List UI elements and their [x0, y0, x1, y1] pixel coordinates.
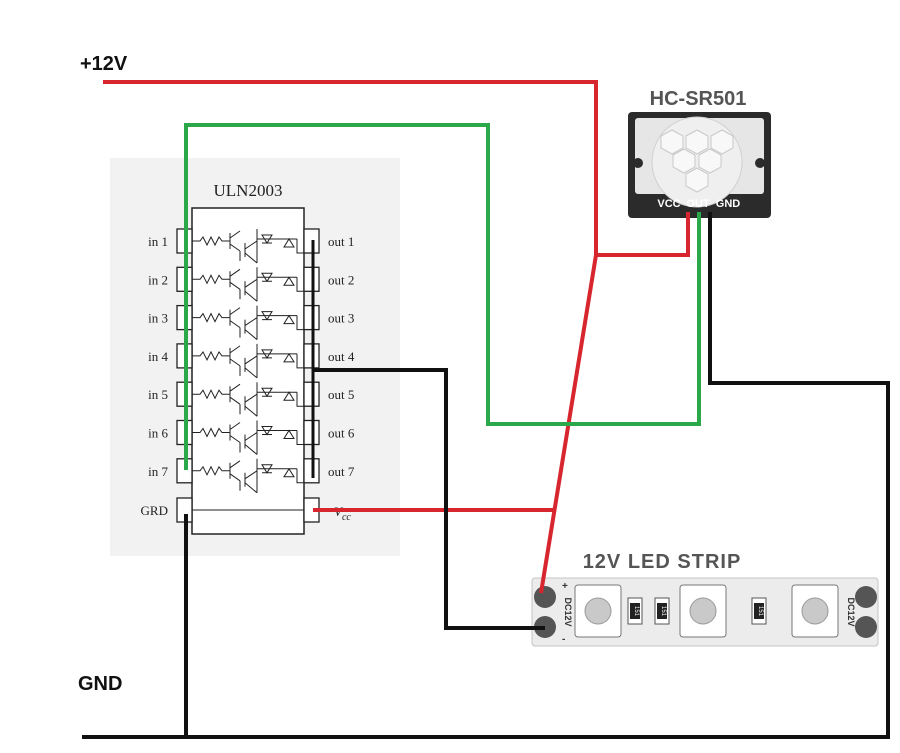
svg-text:151: 151	[660, 606, 666, 617]
uln-diode-symbol	[257, 234, 304, 254]
uln-darlington-symbol	[229, 307, 258, 340]
uln2003-title: ULN2003	[214, 181, 283, 200]
uln-resistor-symbol	[192, 350, 230, 362]
uln-output-label: out 2	[328, 272, 354, 287]
uln-darlington-symbol	[229, 268, 258, 302]
uln-output-label: out 5	[328, 387, 354, 402]
uln-diode-symbol	[257, 464, 304, 484]
uln-input-label: in 6	[148, 426, 168, 441]
led-5050-2	[679, 584, 727, 638]
wire-pir-out-to-in7	[184, 123, 701, 470]
strip-dc-label-right: DC12V	[846, 597, 856, 626]
uln-input-label: in 7	[148, 464, 168, 479]
uln-input-label: in 4	[148, 349, 168, 364]
strip-title: 12V LED STRIP	[583, 551, 742, 573]
uln-diode-symbol	[257, 387, 304, 407]
led-5050-3	[791, 584, 839, 638]
pir-mount-hole-left	[633, 158, 643, 168]
strip-pad-minus-right	[855, 616, 877, 638]
pir-fresnel-cells	[660, 129, 734, 193]
uln-input-label: in 5	[148, 387, 168, 402]
label-12v: +12V	[80, 53, 128, 75]
strip-pad-plus	[534, 586, 556, 608]
uln-darlington-symbol	[229, 460, 258, 494]
uln-output-label: out 4	[328, 349, 355, 364]
wire-out4-to-strip-minus	[313, 368, 545, 630]
uln-resistor-symbol	[192, 427, 230, 438]
wire-gnd-rail	[82, 212, 890, 739]
uln-input-label: in 2	[148, 272, 168, 287]
uln-resistor-symbol	[192, 235, 230, 247]
svg-text:151: 151	[757, 606, 763, 617]
uln-diode-symbol	[257, 349, 304, 369]
uln-output-label: out 6	[328, 426, 355, 441]
uln-output-label: out 7	[328, 464, 355, 479]
pir-pin-out-label: OUT	[686, 198, 710, 210]
uln-darlington-symbol	[229, 230, 258, 264]
uln-input-label: in 1	[148, 234, 168, 249]
led-strip: 12V LED STRIP + - DC12V DC12V 151	[531, 551, 879, 647]
strip-dc-label-left: DC12V	[563, 597, 573, 626]
uln-diode-symbol	[257, 311, 304, 331]
uln2003-module: ULN2003 in 1 out 1 in 2 out 2 in 3 out 3 in 4 o…	[110, 158, 400, 556]
strip-minus-label: -	[562, 634, 565, 645]
led-5050-1	[574, 584, 622, 638]
uln-resistor-symbol	[192, 465, 230, 476]
pir-title: HC-SR501	[650, 88, 747, 110]
uln-darlington-symbol	[229, 345, 258, 379]
uln-darlington-symbol	[229, 422, 258, 455]
wires	[82, 80, 890, 739]
strip-resistor-2: 151	[654, 597, 670, 625]
uln-resistor-symbol	[192, 274, 230, 285]
uln-channel: in 7 out 7	[148, 458, 355, 494]
uln-input-label: in 3	[148, 311, 168, 326]
strip-resistor-3: 151	[751, 597, 767, 625]
strip-resistor-1: 151	[627, 597, 643, 625]
uln-output-label: out 1	[328, 234, 354, 249]
uln-resistor-symbol	[192, 312, 230, 323]
uln-output-label: out 3	[328, 311, 354, 326]
uln-darlington-symbol	[229, 383, 258, 417]
pir-mount-hole-right	[755, 158, 765, 168]
label-gnd: GND	[78, 673, 122, 695]
uln-resistor-symbol	[192, 389, 230, 400]
pir-pin-vcc-label: VCC	[657, 198, 680, 210]
pir-pin-gnd-label: GND	[716, 198, 741, 210]
uln-grd-label: GRD	[141, 503, 168, 518]
svg-text:151: 151	[633, 606, 639, 617]
uln-diode-symbol	[257, 272, 304, 292]
hc-sr501-sensor: HC-SR501 VCC OUT GND	[628, 88, 771, 218]
strip-plus-label: +	[562, 581, 568, 592]
uln-diode-symbol	[257, 426, 304, 445]
strip-pad-plus-right	[855, 586, 877, 608]
